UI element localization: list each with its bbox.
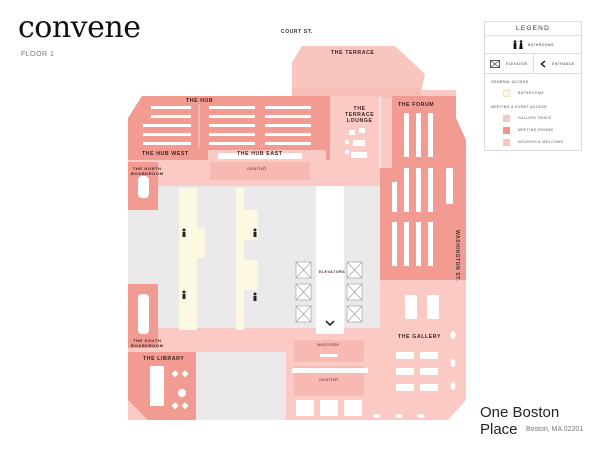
entrance-icon — [540, 59, 546, 68]
room-label-terrace[interactable]: THE TERRACE — [331, 50, 375, 56]
legend-panel: LEGEND BATHROOMS ELEVATOR ENTRANCE GENER… — [484, 21, 582, 151]
room-label-north-boardroom[interactable]: THE NORTH BOARDROOM — [131, 166, 164, 176]
entrance-chevron-icon — [325, 320, 335, 327]
nourish-top-area — [210, 162, 310, 180]
room-label-gallery[interactable]: THE GALLERY — [398, 334, 442, 340]
legend-item-label: BATHROOMS — [518, 91, 544, 95]
swatch-bathrooms — [503, 89, 510, 97]
nourish-bottom-label: nourish — [319, 377, 339, 383]
legend-meeting-access: MEETING & EVENT ACCESS — [491, 105, 547, 109]
legend-general-access: GENERAL ACCESS — [491, 80, 529, 84]
swatch-gallery-space — [503, 114, 510, 122]
nourish-top-label: nourish — [247, 166, 267, 172]
venue-name: One Boston Place — [480, 404, 560, 438]
welcome-area — [294, 340, 364, 362]
legend-item-bathrooms: BATHROOMS — [485, 87, 581, 99]
room-label-terrace-lounge[interactable]: THE TERRACE LOUNGE — [345, 106, 375, 124]
room-label-hub-west[interactable]: THE HUB WEST — [142, 151, 189, 157]
bathroom-icons — [182, 228, 257, 301]
legend-entrance: ENTRANCE — [532, 54, 582, 73]
floor-label: FLOOR 1 — [21, 51, 55, 58]
venue-address: Boston, MA 02201 — [526, 426, 584, 433]
legend-item-nourish-welcome: NOURISH & WELCOME — [485, 136, 581, 148]
room-label-hub[interactable]: THE HUB — [186, 98, 214, 104]
legend-item-label: GALLERY SPACE — [518, 116, 552, 120]
bathroom-icon — [513, 40, 523, 49]
brand-logo: convene — [18, 10, 141, 45]
room-label-forum[interactable]: THE FORUM — [398, 102, 435, 108]
legend-bathrooms-label: BATHROOMS — [528, 42, 554, 47]
room-label-south-boardroom[interactable]: THE SOUTH BOARDROOM — [131, 338, 164, 348]
legend-title: LEGEND — [485, 22, 581, 36]
room-label-library[interactable]: THE LIBRARY — [143, 356, 185, 362]
legend-elevator: ELEVATOR — [485, 54, 533, 73]
swatch-nourish-welcome — [503, 138, 510, 146]
legend-item-meeting-rooms: MEETING ROOMS — [485, 124, 581, 136]
legend-item-label: NOURISH & WELCOME — [518, 140, 564, 144]
legend-item-gallery-space: GALLERY SPACE — [485, 112, 581, 124]
welcome-label: welcome — [317, 342, 340, 348]
forum-room — [380, 96, 466, 280]
elevators-label: ELEVATORS — [319, 270, 346, 274]
legend-elevator-label: ELEVATOR — [506, 61, 528, 66]
legend-bathrooms: BATHROOMS — [485, 36, 581, 54]
legend-entrance-label: ENTRANCE — [552, 61, 575, 66]
street-label-washington: WASHINGTON ST. — [454, 230, 460, 282]
street-label-court: COURT ST. — [281, 29, 313, 35]
elevator-icons — [295, 261, 363, 323]
legend-item-label: MEETING ROOMS — [518, 128, 554, 132]
elevator-icon — [490, 59, 500, 68]
elevator-corridor — [316, 186, 344, 334]
room-label-hub-east[interactable]: THE HUB EAST — [237, 151, 283, 157]
swatch-meeting-rooms — [503, 126, 510, 134]
terrace-area — [292, 46, 425, 96]
